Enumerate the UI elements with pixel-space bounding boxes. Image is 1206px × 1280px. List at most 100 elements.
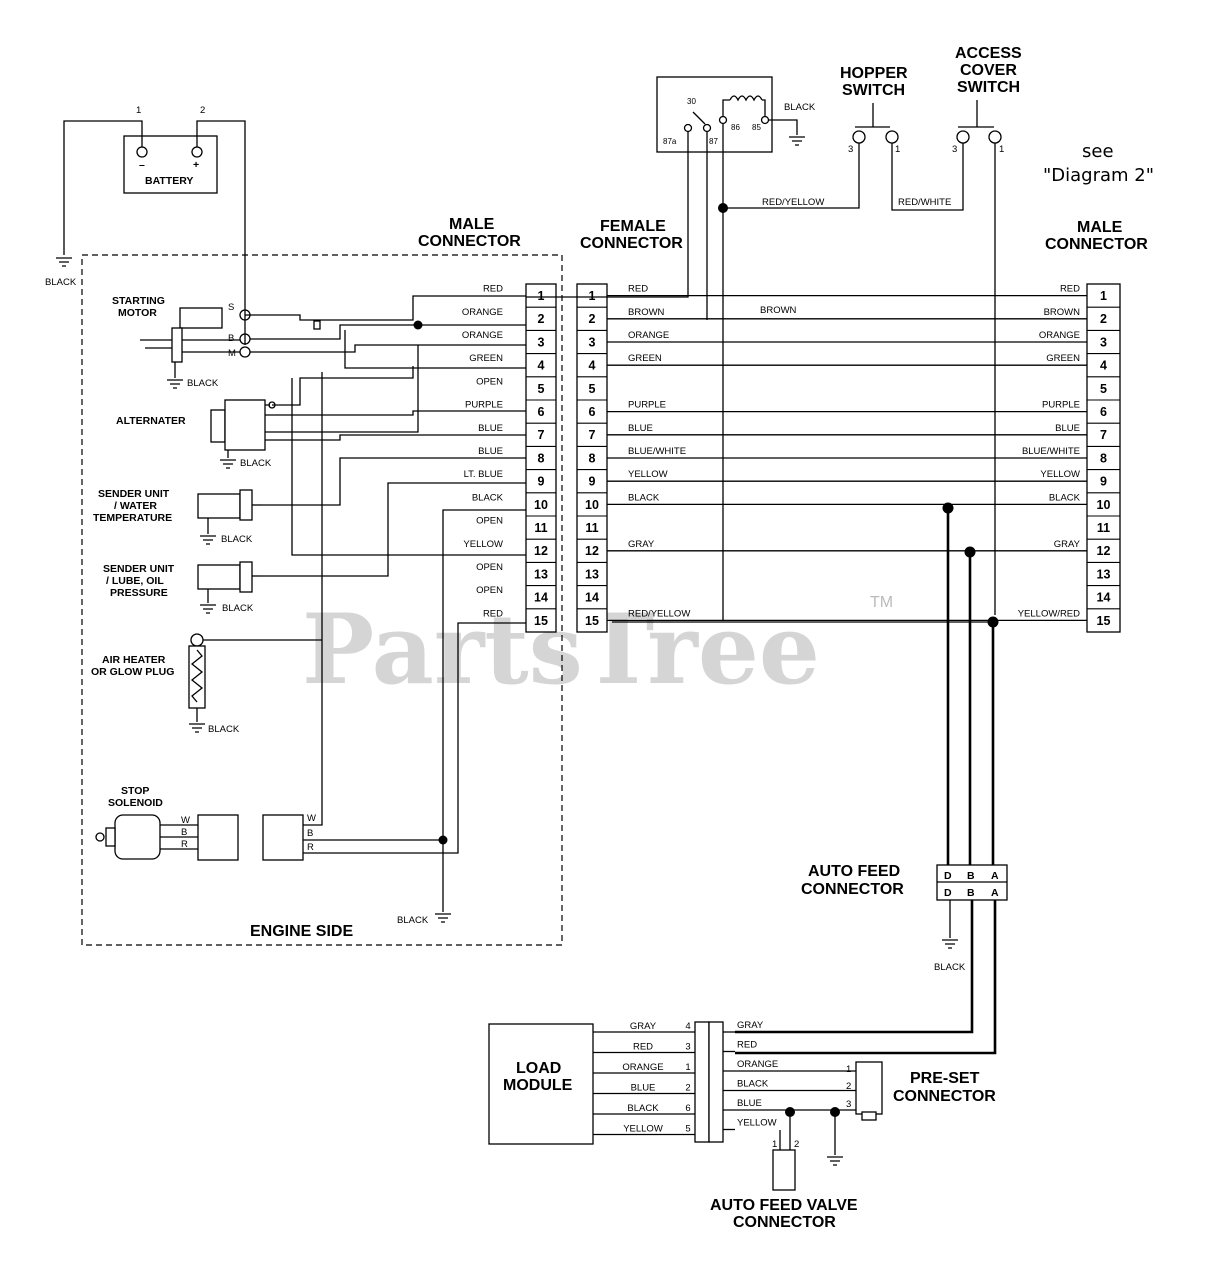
svg-text:87a: 87a: [663, 137, 677, 146]
svg-text:/ LUBE, OIL: / LUBE, OIL: [106, 575, 164, 587]
svg-text:–: –: [139, 159, 145, 171]
svg-text:W: W: [307, 813, 316, 824]
male-right-pin-7: 7: [1100, 428, 1107, 442]
auto-feed-valve-connector: 1 2 AUTO FEED VALVE CONNECTOR: [710, 1139, 858, 1231]
svg-text:SENDER UNIT: SENDER UNIT: [103, 563, 175, 575]
alternator: ALTERNATER BLACK: [116, 399, 276, 469]
svg-text:1: 1: [895, 144, 900, 155]
hopper-switch: HOPPER SWITCH 3 1: [840, 65, 908, 155]
male-left-pin-14: 14: [534, 591, 548, 605]
watermark: PartsTree: [302, 593, 820, 706]
svg-text:HOPPER: HOPPER: [840, 65, 908, 82]
male-right-pin-4: 4: [1100, 359, 1107, 373]
female-pin-1: 1: [589, 289, 596, 303]
svg-text:AIR HEATER: AIR HEATER: [102, 654, 166, 666]
load-module: LOAD MODULE: [488, 1021, 724, 1145]
female-pin-3: 3: [589, 335, 596, 349]
svg-text:BLACK: BLACK: [208, 724, 240, 735]
engine-side-boundary: [81, 254, 563, 946]
svg-text:BLACK: BLACK: [187, 378, 219, 389]
male-left-wire-label-5: OPEN: [476, 376, 503, 387]
air-heater: AIR HEATER OR GLOW PLUG BLACK: [91, 633, 322, 735]
svg-text:BLACK: BLACK: [240, 458, 272, 469]
male-left-wire-label-6: PURPLE: [465, 400, 503, 411]
male-right-wire-label-3: ORANGE: [1039, 330, 1080, 341]
female-pin-14: 14: [585, 591, 599, 605]
male-left-wire-label-4: GREEN: [469, 353, 503, 364]
male-left-wire-label-3: ORANGE: [462, 330, 503, 341]
male-left-wire-label-12: YELLOW: [463, 539, 503, 550]
load-module-left-wire-2: ORANGE: [622, 1062, 663, 1073]
svg-text:2: 2: [846, 1081, 851, 1092]
male-left-pin-6: 6: [538, 405, 545, 419]
female-pin-5: 5: [589, 382, 596, 396]
male-right-wire-label-9: YELLOW: [1040, 469, 1080, 480]
load-module-left-wire-3: BLUE: [631, 1083, 656, 1094]
red-yellow-label: RED/YELLOW: [762, 197, 824, 208]
male-right-pin-11: 11: [1097, 521, 1110, 535]
see-note-2: "Diagram 2": [1043, 165, 1154, 186]
svg-text:B: B: [307, 828, 313, 839]
male-left-pin-9: 9: [538, 475, 545, 489]
load-module-left-wire-0: GRAY: [630, 1021, 657, 1032]
load-module-left-wire-5: YELLOW: [623, 1124, 663, 1135]
load-module-right-wire-1: RED: [737, 1040, 757, 1051]
male-right-pin-9: 9: [1100, 475, 1107, 489]
load-module-right-wire-3: BLACK: [737, 1079, 769, 1090]
male-right-pin-2: 2: [1100, 312, 1107, 326]
male-left-wire-label-9: LT. BLUE: [464, 469, 503, 480]
female-wire-label-6: PURPLE: [628, 400, 666, 411]
svg-text:+: +: [193, 159, 199, 171]
temp-sender: SENDER UNIT / WATER TEMPERATURE BLACK: [93, 488, 262, 545]
male-right-title-2: CONNECTOR: [1045, 236, 1148, 253]
male-left-pin-4: 4: [538, 359, 545, 373]
auto-feed-title-2: CONNECTOR: [801, 881, 904, 898]
male-right-wire-label-15: YELLOW/RED: [1018, 608, 1080, 619]
svg-text:BLACK: BLACK: [222, 603, 254, 614]
male-right-pin-8: 8: [1100, 451, 1107, 465]
svg-text:PRESSURE: PRESSURE: [110, 587, 168, 599]
male-right-pin-13: 13: [1097, 567, 1111, 581]
auto-feed-connector: D B A D B A: [936, 864, 1008, 901]
load-module-pin-6: 6: [685, 1103, 690, 1114]
female-pin-11: 11: [585, 521, 598, 535]
svg-text:BLACK: BLACK: [45, 277, 77, 288]
svg-text:CONNECTOR: CONNECTOR: [893, 1088, 996, 1105]
load-module-pin-4: 4: [685, 1021, 690, 1032]
svg-text:CONNECTOR: CONNECTOR: [733, 1214, 836, 1231]
male-left-wire-label-13: OPEN: [476, 562, 503, 573]
svg-text:86: 86: [731, 123, 740, 132]
svg-text:B: B: [967, 887, 975, 899]
ground-autofeed: BLACK: [934, 962, 966, 973]
male-right-connector: 1RED2BROWN3ORANGE4GREEN56PURPLE7BLUE8BLU…: [1018, 283, 1121, 633]
male-left-connector: 1RED2ORANGE3ORANGE4GREEN5OPEN6PURPLE7BLU…: [462, 283, 557, 633]
female-title-2: CONNECTOR: [580, 235, 683, 252]
male-left-wire-label-11: OPEN: [476, 516, 503, 527]
svg-text:85: 85: [752, 123, 761, 132]
male-right-pin-14: 14: [1097, 591, 1111, 605]
male-left-wire-label-8: BLUE: [478, 446, 503, 457]
male-right-pin-15: 15: [1097, 614, 1111, 628]
svg-text:R: R: [181, 839, 188, 850]
svg-text:2: 2: [794, 1139, 799, 1150]
male-right-pin-1: 1: [1100, 289, 1107, 303]
svg-text:BLACK: BLACK: [221, 534, 253, 545]
svg-text:SWITCH: SWITCH: [842, 82, 905, 99]
male-left-pin-7: 7: [538, 428, 545, 442]
male-left-pin-12: 12: [534, 544, 548, 558]
female-wire-label-1: RED: [628, 284, 648, 295]
load-module-right-wire-5: YELLOW: [737, 1118, 777, 1129]
male-left-pin-2: 2: [538, 312, 545, 326]
female-wire-label-15: RED/YELLOW: [628, 608, 690, 619]
female-pin-2: 2: [589, 312, 596, 326]
male-right-wire-label-1: RED: [1060, 284, 1080, 295]
load-module-pin-2: 2: [685, 1083, 690, 1094]
auto-feed-title-1: AUTO FEED: [808, 863, 900, 880]
male-right-pin-6: 6: [1100, 405, 1107, 419]
load-module-pin-3: 3: [685, 1042, 690, 1053]
male-left-title-1: MALE: [449, 216, 495, 233]
svg-text:SWITCH: SWITCH: [957, 79, 1020, 96]
